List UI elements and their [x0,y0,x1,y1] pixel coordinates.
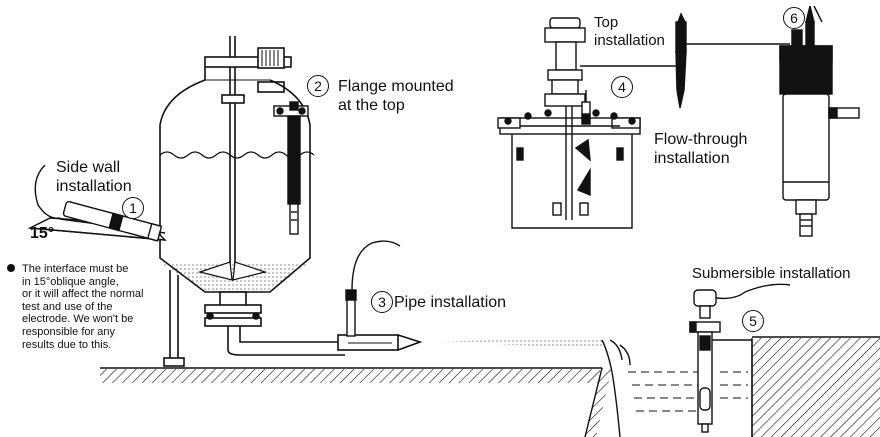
side-wall-electrode [27,164,167,242]
note-text: The interface must be in 15°oblique angl… [22,263,144,351]
flow-through-label: Flow-through installation [654,131,748,167]
installation-note: The interface must be in 15°oblique angl… [7,263,168,351]
standalone-probe [675,12,790,109]
pipe-label: Pipe installation [394,294,507,311]
bullet-icon [7,264,15,272]
marker-5: 5 [742,310,764,332]
flange-label: Flange mounted at the top [338,78,454,114]
reactor-tank [159,36,602,367]
marker-3: 3 [371,291,393,313]
top-installation-vessel [497,17,676,229]
ground-left [100,367,612,437]
marker-6: 6 [783,7,805,29]
flange-probe [273,101,309,235]
submersible-basin [601,283,880,437]
marker-4: 4 [611,76,633,98]
top-installation-label: Top installation [594,14,665,50]
marker-2: 2 [307,75,329,97]
pipe-probe [345,240,401,337]
marker-1: 1 [122,197,144,219]
side-wall-label: Side wall installation [56,159,132,195]
submersible-label: Submersible installation [692,265,851,282]
flow-through-cell [779,5,860,237]
angle-label: 15° [30,225,55,242]
